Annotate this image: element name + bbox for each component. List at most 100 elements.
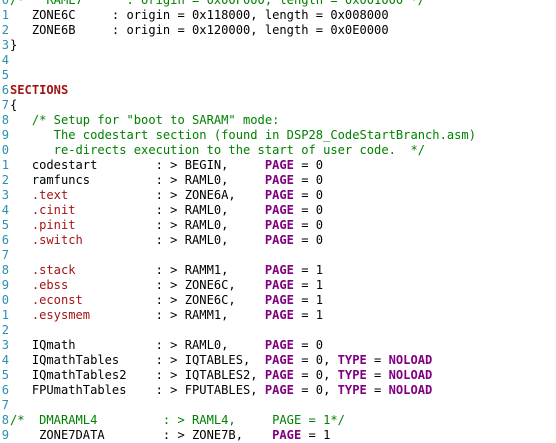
- code-line[interactable]: 3}: [0, 38, 556, 53]
- code-keyword: PAGE: [272, 428, 302, 442]
- code-line[interactable]: 7: [0, 248, 556, 263]
- code-keyword: PAGE: [264, 338, 294, 352]
- code-line[interactable]: 0 .econst : > ZONE6C, PAGE = 1: [0, 293, 556, 308]
- code-line[interactable]: 2: [0, 323, 556, 338]
- code-keyword: PAGE: [264, 203, 294, 217]
- code-line[interactable]: 6 FPUmathTables : > FPUTABLES, PAGE = 0,…: [0, 383, 556, 398]
- line-number: 7: [0, 398, 9, 413]
- code-content: }: [10, 38, 17, 53]
- line-number: 7: [0, 248, 9, 263]
- code-content: .stack : > RAMM1, PAGE = 1: [10, 263, 323, 278]
- code-line[interactable]: 2 ZONE6B : origin = 0x120000, length = 0…: [0, 23, 556, 38]
- code-line[interactable]: 8/* DMARAML4 : > RAML4, PAGE = 1*/: [0, 413, 556, 428]
- line-number: 4: [0, 353, 9, 368]
- code-line[interactable]: 5 .pinit : > RAML0, PAGE = 0: [0, 218, 556, 233]
- code-keyword: PAGE: [264, 173, 294, 187]
- code-content: .cinit : > RAML0, PAGE = 0: [10, 203, 323, 218]
- code-section-directive: .pinit: [31, 218, 76, 232]
- code-keyword: PAGE: [264, 353, 294, 367]
- line-number-text: 3: [1, 338, 9, 352]
- code-content: /* DMARAML4 : > RAML4, PAGE = 1*/: [10, 413, 345, 428]
- code-line[interactable]: 4: [0, 53, 556, 68]
- code-line[interactable]: 1 ZONE6C : origin = 0x118000, length = 0…: [0, 8, 556, 23]
- code-line[interactable]: 5: [0, 68, 556, 83]
- code-text: [10, 203, 32, 217]
- line-number: 3: [0, 38, 9, 53]
- code-content: /* RAML7 : origin = 0x00F000, length = 0…: [10, 0, 425, 8]
- line-number-text: 7: [1, 98, 9, 112]
- code-line[interactable]: 8 .stack : > RAMM1, PAGE = 1: [0, 263, 556, 278]
- line-number-text: 0: [1, 143, 9, 157]
- code-text: = 1: [293, 293, 324, 307]
- line-number-text: 1: [1, 158, 9, 172]
- code-content: FPUmathTables : > FPUTABLES, PAGE = 0, T…: [10, 383, 432, 398]
- code-text: = 0: [293, 203, 324, 217]
- code-keyword: NOLOAD: [388, 383, 433, 397]
- code-text: {: [10, 98, 18, 112]
- line-number: 1: [0, 308, 9, 323]
- code-text: codestart : > BEGIN,: [10, 158, 265, 172]
- code-section-directive: .stack: [31, 263, 76, 277]
- line-number: 4: [0, 53, 9, 68]
- code-text: [10, 113, 32, 127]
- line-number-text: 0: [1, 0, 9, 7]
- code-content: The codestart section (found in DSP28_Co…: [10, 128, 476, 143]
- code-section-directive: .econst: [31, 293, 83, 307]
- line-number-text: 5: [1, 68, 9, 82]
- line-number: 8: [0, 263, 9, 278]
- code-line[interactable]: 9 The codestart section (found in DSP28_…: [0, 128, 556, 143]
- line-number: 6: [0, 83, 9, 98]
- code-text: : > RAMM1,: [75, 263, 265, 277]
- line-number: 9: [0, 278, 9, 293]
- code-line[interactable]: 7{: [0, 98, 556, 113]
- code-line[interactable]: 4 IQmathTables : > IQTABLES, PAGE = 0, T…: [0, 353, 556, 368]
- code-content: ramfuncs : > RAML0, PAGE = 0: [10, 173, 323, 188]
- line-number: 9: [0, 428, 9, 443]
- code-text: : > RAML0,: [75, 218, 265, 232]
- code-text: IQmath : > RAML0,: [10, 338, 265, 352]
- code-text: [10, 278, 32, 292]
- code-line[interactable]: 8 /* Setup for "boot to SARAM" mode:: [0, 113, 556, 128]
- code-text: [10, 188, 32, 202]
- code-text: = 0: [293, 158, 324, 172]
- code-line[interactable]: 9 ZONE7DATA : > ZONE7B, PAGE = 1: [0, 428, 556, 443]
- code-line[interactable]: 5 IQmathTables2 : > IQTABLES2, PAGE = 0,…: [0, 368, 556, 383]
- code-line[interactable]: 3 IQmath : > RAML0, PAGE = 0: [0, 338, 556, 353]
- code-line[interactable]: 0/* RAML7 : origin = 0x00F000, length = …: [0, 0, 556, 8]
- code-line[interactable]: 0 re-directs execution to the start of u…: [0, 143, 556, 158]
- code-text: = 1: [293, 278, 324, 292]
- code-text: = 0: [293, 218, 324, 232]
- code-section-directive: .text: [31, 188, 69, 202]
- code-text: : > RAMM1,: [90, 308, 265, 322]
- code-line[interactable]: 9 .ebss : > ZONE6C, PAGE = 1: [0, 278, 556, 293]
- line-number: 8: [0, 113, 9, 128]
- code-line[interactable]: 3 .text : > ZONE6A, PAGE = 0: [0, 188, 556, 203]
- code-text: = 0: [293, 338, 324, 352]
- code-line[interactable]: 6 .switch : > RAML0, PAGE = 0: [0, 233, 556, 248]
- code-text: IQmathTables2 : > IQTABLES2,: [10, 368, 265, 382]
- code-line[interactable]: 1 codestart : > BEGIN, PAGE = 0: [0, 158, 556, 173]
- line-number: 3: [0, 188, 9, 203]
- line-number: 1: [0, 158, 9, 173]
- code-line[interactable]: 7: [0, 398, 556, 413]
- line-number: 2: [0, 23, 9, 38]
- code-text: =: [366, 383, 389, 397]
- code-keyword: PAGE: [264, 218, 294, 232]
- code-line[interactable]: 1 .esysmem : > RAMM1, PAGE = 1: [0, 308, 556, 323]
- line-number-text: 7: [1, 248, 9, 262]
- code-line[interactable]: 2 ramfuncs : > RAML0, PAGE = 0: [0, 173, 556, 188]
- code-text: : > ZONE6C,: [68, 278, 265, 292]
- code-line[interactable]: 4 .cinit : > RAML0, PAGE = 0: [0, 203, 556, 218]
- line-number-text: 2: [1, 323, 9, 337]
- line-number-text: 9: [1, 278, 9, 292]
- code-content: .pinit : > RAML0, PAGE = 0: [10, 218, 323, 233]
- line-number-text: 1: [1, 8, 9, 22]
- code-text: : > ZONE6A,: [68, 188, 265, 202]
- line-number-text: 8: [1, 263, 9, 277]
- line-number: 4: [0, 203, 9, 218]
- code-keyword: TYPE: [337, 353, 367, 367]
- code-keyword: PAGE: [264, 233, 294, 247]
- line-number-text: 1: [1, 308, 9, 322]
